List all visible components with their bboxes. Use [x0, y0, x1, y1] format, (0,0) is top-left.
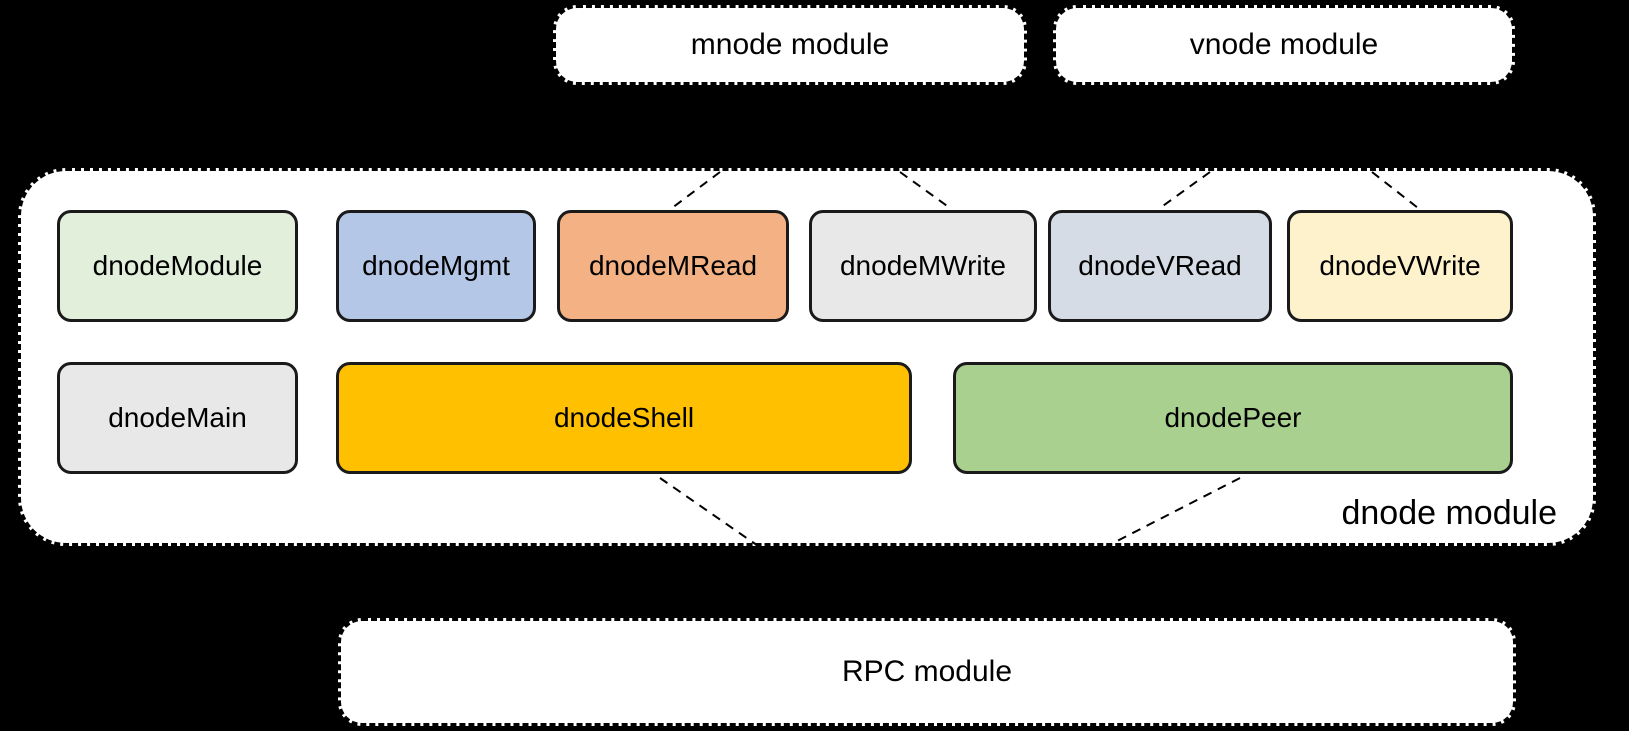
- component-label: dnodePeer: [1164, 402, 1302, 433]
- component-dnodemodule[interactable]: dnodeModule: [57, 210, 298, 322]
- dnode-module-label: dnode module: [1341, 494, 1557, 532]
- vnode-module-box[interactable]: vnode module: [1053, 5, 1515, 85]
- component-dnodemgmt[interactable]: dnodeMgmt: [336, 210, 536, 322]
- component-dnodemwrite[interactable]: dnodeMWrite: [809, 210, 1037, 322]
- component-dnodemain[interactable]: dnodeMain: [57, 362, 298, 474]
- component-dnodemread[interactable]: dnodeMRead: [557, 210, 789, 322]
- mnode-module-box[interactable]: mnode module: [553, 5, 1027, 85]
- component-label: dnodeVRead: [1078, 250, 1242, 281]
- component-label: dnodeMain: [108, 402, 247, 433]
- mnode-module-label: mnode module: [690, 28, 890, 61]
- component-label: dnodeMWrite: [839, 250, 1006, 281]
- component-dnodevread[interactable]: dnodeVRead: [1048, 210, 1272, 322]
- component-label: dnodeMRead: [588, 250, 758, 281]
- component-label: dnodeModule: [92, 250, 263, 281]
- component-label: dnodeShell: [553, 402, 695, 433]
- component-label: dnodeMgmt: [362, 250, 510, 281]
- rpc-module-box[interactable]: RPC module: [338, 618, 1516, 726]
- component-dnodevwrite[interactable]: dnodeVWrite: [1287, 210, 1513, 322]
- rpc-module-label: RPC module: [841, 655, 1013, 688]
- component-dnodeshell[interactable]: dnodeShell: [336, 362, 912, 474]
- component-dnodepeer[interactable]: dnodePeer: [953, 362, 1513, 474]
- vnode-module-label: vnode module: [1189, 28, 1379, 61]
- component-label: dnodeVWrite: [1319, 250, 1481, 281]
